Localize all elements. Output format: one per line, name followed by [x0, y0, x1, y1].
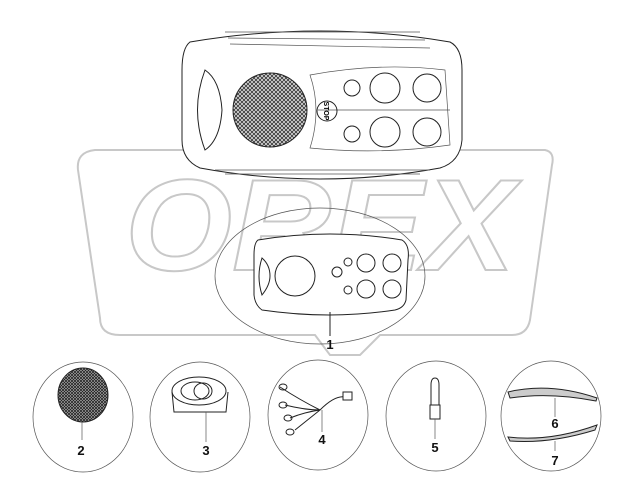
- callout-4: 4: [318, 432, 326, 447]
- stop-button-text: STOP: [322, 102, 329, 121]
- small-button-top: [343, 79, 361, 97]
- control-panel-large: STOP: [181, 30, 463, 180]
- speaker-grille: [232, 72, 308, 148]
- stop-button: [316, 100, 338, 122]
- callout-7: 7: [551, 453, 558, 468]
- callout-3: 3: [202, 443, 209, 458]
- control-panel-small: 1: [214, 207, 426, 352]
- callout-6: 6: [551, 416, 558, 431]
- small-button-bottom: [343, 125, 361, 143]
- part-5-bulb: 5: [385, 360, 487, 472]
- part-3-button-cap: 3: [149, 361, 251, 473]
- callout-2: 2: [77, 443, 84, 458]
- part-6-7-trim-strips: 6 7: [500, 360, 602, 472]
- part-2-speaker: 2: [32, 361, 134, 473]
- callout-5: 5: [431, 440, 438, 455]
- part-4-wiring-harness: 4: [267, 359, 369, 471]
- callout-1: 1: [326, 337, 333, 352]
